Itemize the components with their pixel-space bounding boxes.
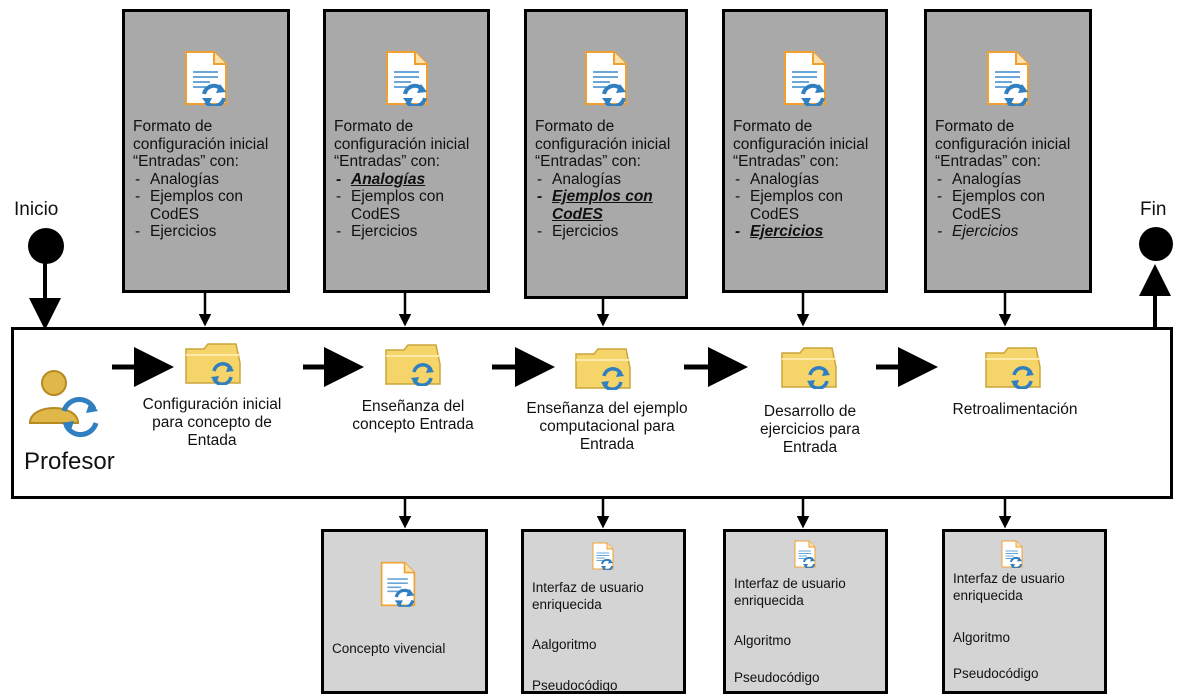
input-format-heading: Formato de configuración inicial “Entrad… [133,118,269,170]
input-format-heading: Formato de configuración inicial “Entrad… [935,118,1071,170]
document-sync-icon [1001,540,1023,568]
output-box-3: Interfaz de usuario enriquecida Algoritm… [723,529,888,694]
output-line: Algoritmo [734,633,792,648]
output-box-2: Interfaz de usuario enriquecida Aalgorit… [521,529,686,694]
document-sync-icon [592,542,614,570]
input-format-box-2: Formato de configuración inicial “Entrad… [323,9,490,293]
start-node-icon [28,228,64,264]
step-label-1: Configuración inicial para concepto de E… [142,396,282,449]
document-sync-icon [783,50,827,106]
document-sync-icon [986,50,1030,106]
output-box-1: Concepto vivencial [321,529,488,694]
folder-sync-icon [984,345,1042,389]
input-format-heading: Formato de configuración inicial “Entrad… [733,118,869,170]
item-ejemplos: Ejemplos con CodES [334,188,483,223]
item-analogias: Analogías [535,171,681,189]
document-sync-icon [184,50,228,106]
output-line: Pseudocódigo [532,678,618,693]
output-box-4: Interfaz de usuario enriquecida Algoritm… [942,529,1107,694]
input-format-heading: Formato de configuración inicial “Entrad… [334,118,470,170]
item-ejemplos: Ejemplos con CodES [733,188,881,223]
input-format-heading: Formato de configuración inicial “Entrad… [535,118,671,170]
output-line: Aalgoritmo [532,637,597,652]
item-ejemplos: Ejemplos con CodES [133,188,283,223]
output-line: Concepto vivencial [332,641,446,656]
input-format-box-1: Formato de configuración inicial “Entrad… [122,9,290,293]
output-line: Interfaz de usuario enriquecida [734,576,846,608]
end-node-icon [1139,227,1173,261]
step-label-2: Enseñanza del concepto Entrada [352,398,474,433]
output-line: Pseudocódigo [953,666,1039,681]
output-line: Pseudocódigo [734,670,820,685]
end-label: Fin [1140,199,1167,220]
folder-sync-icon [780,345,838,389]
folder-sync-icon [384,342,442,386]
item-analogias: Analogías [133,171,283,189]
item-ejemplos: Ejemplos con CodES [935,188,1085,223]
document-sync-icon [385,50,429,106]
item-analogias: Analogías [935,171,1085,189]
step-label-4: Desarrollo de ejercicios para Entrada [760,403,860,456]
item-ejercicios-italic: Ejercicios [935,223,1085,241]
item-ejemplos-highlighted: Ejemplos con CodES [535,188,681,223]
output-line: Interfaz de usuario enriquecida [953,571,1065,603]
folder-sync-icon [184,341,242,385]
actor-label: Profesor [24,448,115,475]
step-label-3: Enseñanza del ejemplo computacional para… [526,400,688,453]
document-sync-icon [380,560,416,608]
item-ejercicios-highlighted: Ejercicios [733,223,881,241]
item-ejercicios: Ejercicios [535,223,681,241]
item-ejercicios: Ejercicios [133,223,283,241]
output-line: Interfaz de usuario enriquecida [532,580,644,612]
item-ejercicios: Ejercicios [334,223,483,241]
folder-sync-icon [574,346,632,390]
user-sync-icon [28,370,99,437]
input-format-box-3: Formato de configuración inicial “Entrad… [524,9,688,299]
step-label-5: Retroalimentación [952,401,1078,418]
output-line: Algoritmo [953,630,1011,645]
start-label: Inicio [14,199,59,220]
document-sync-icon [584,50,628,106]
input-format-box-4: Formato de configuración inicial “Entrad… [722,9,888,293]
input-format-box-5: Formato de configuración inicial “Entrad… [924,9,1092,293]
item-analogias-highlighted: Analogías [334,171,483,189]
document-sync-icon [794,540,816,568]
item-analogias: Analogías [733,171,881,189]
